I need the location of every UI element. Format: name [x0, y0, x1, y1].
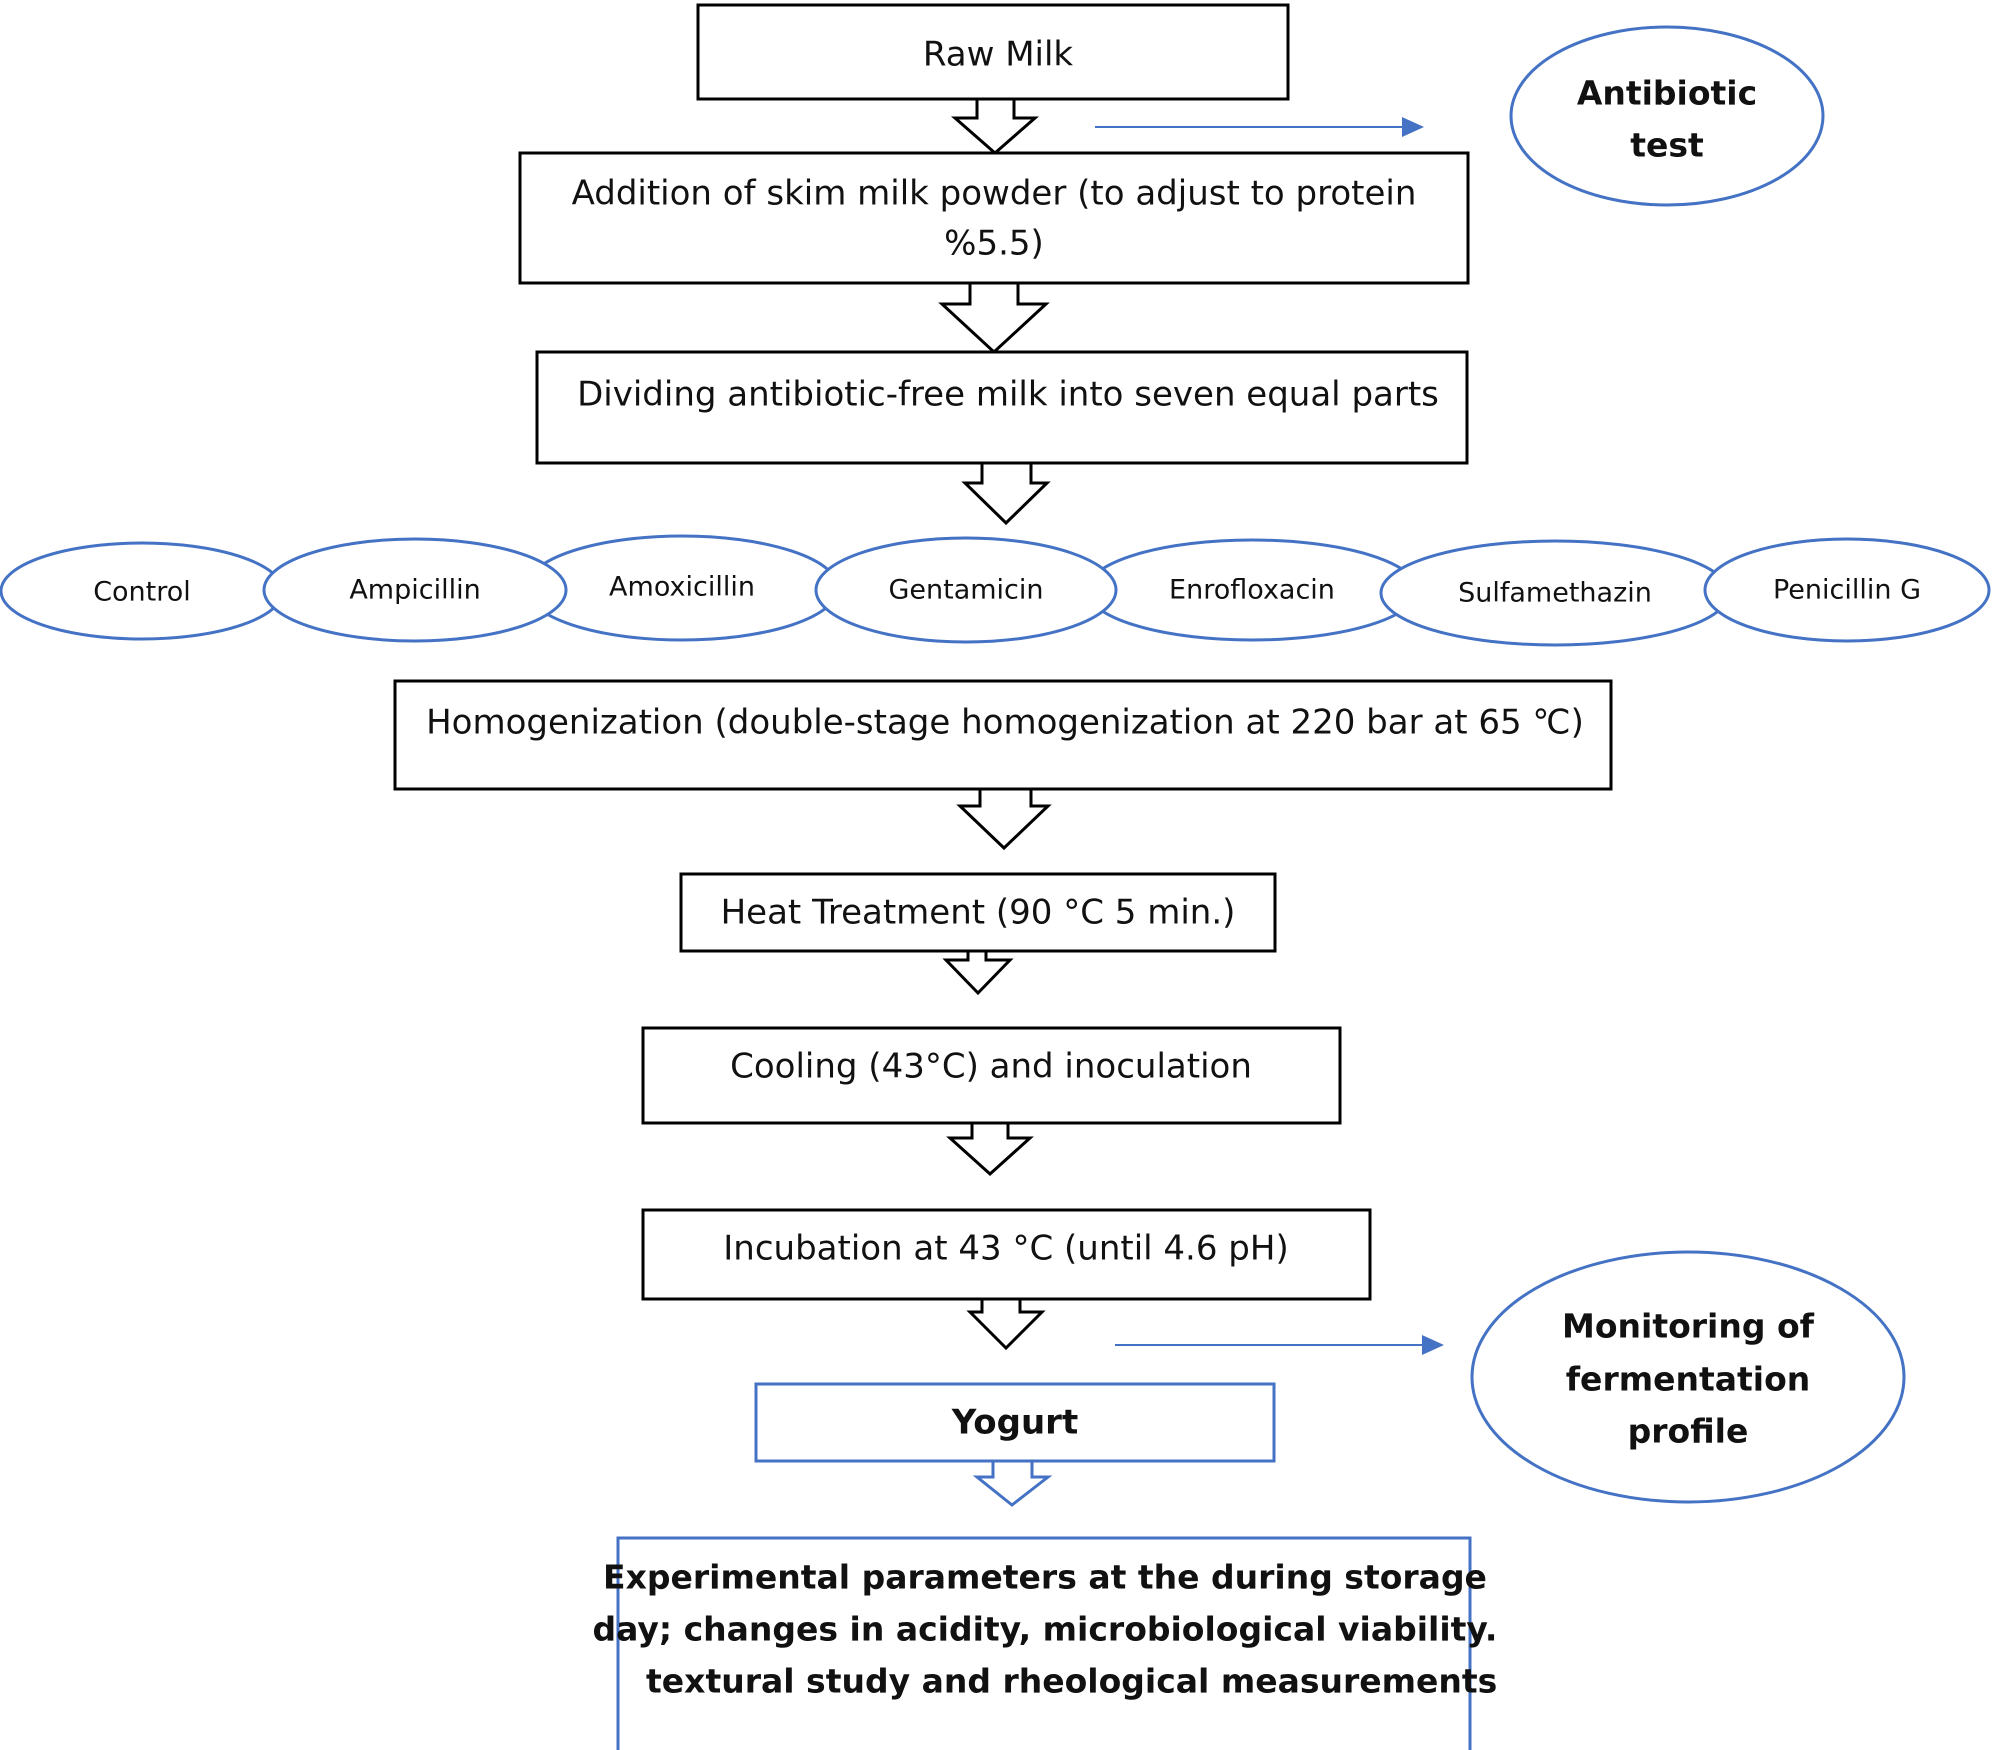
group-gentamicin: Gentamicin [814, 536, 1118, 644]
step-raw-milk: Raw Milk [696, 3, 1290, 101]
group-amoxicillin: Amoxicillin [524, 534, 840, 642]
flow-arrow [956, 787, 1052, 851]
step-heat-treatment: Heat Treatment (90 °C 5 min.) [679, 872, 1277, 953]
group-oval [1703, 537, 1991, 643]
flow-arrow [942, 949, 1014, 996]
antibiotic-groups: Control Amoxicillin Ampicillin Enrofloxa… [0, 534, 1991, 647]
step-cooling-box [641, 1026, 1342, 1125]
step-skim-milk-powder: Addition of skim milk powder (to adjust … [518, 151, 1470, 285]
step-skim-milk-line1: Addition of skim milk powder (to adjust … [572, 174, 1417, 214]
group-label: Gentamicin [888, 575, 1043, 606]
group-label: Penicillin G [1773, 575, 1921, 606]
flow-arrow [951, 97, 1039, 155]
side-arrow-monitoring [1115, 1335, 1444, 1355]
step-yogurt: Yogurt [754, 1382, 1276, 1463]
note-antibiotic-test-oval [1509, 25, 1825, 207]
group-label: Sulfamethazin [1458, 578, 1652, 609]
group-control: Control [0, 541, 285, 641]
note-antibiotic-line1: Antibiotic [1577, 74, 1757, 113]
step-cooling-label: Cooling (43°C) and inoculation [730, 1047, 1252, 1087]
step-raw-milk-label: Raw Milk [923, 35, 1074, 75]
step-dividing: Dividing antibiotic-free milk into seven… [535, 350, 1469, 465]
step-cooling: Cooling (43°C) and inoculation [641, 1026, 1342, 1125]
side-arrow-antibiotic [1095, 117, 1424, 137]
group-oval [814, 536, 1118, 644]
group-label: Enrofloxacin [1169, 575, 1335, 606]
note-monitoring-line1: Monitoring of [1562, 1307, 1815, 1346]
step-experimental-line3: textural study and rheological measureme… [646, 1662, 1497, 1701]
note-monitoring-line2: fermentation [1566, 1360, 1811, 1399]
step-heat-treatment-box [679, 872, 1277, 953]
step-experimental-line2: day; changes in acidity, microbiological… [593, 1610, 1498, 1649]
step-incubation: Incubation at 43 °C (until 4.6 pH) [641, 1208, 1372, 1301]
step-dividing-label: Dividing antibiotic-free milk into seven… [577, 375, 1439, 415]
group-label: Amoxicillin [609, 572, 755, 603]
note-monitoring-line3: profile [1628, 1412, 1749, 1451]
flow-arrow [966, 1297, 1046, 1351]
step-incubation-box [641, 1208, 1372, 1301]
group-enrofloxacin: Enrofloxacin [1085, 538, 1419, 642]
step-incubation-label: Incubation at 43 °C (until 4.6 pH) [723, 1229, 1288, 1269]
step-skim-milk-box [518, 151, 1470, 285]
note-antibiotic-test: Antibiotic test [1509, 25, 1825, 207]
note-antibiotic-line2: test [1630, 126, 1704, 165]
step-yogurt-label: Yogurt [951, 1403, 1078, 1443]
step-homogenization-box [393, 679, 1613, 791]
flow-arrow [961, 461, 1051, 526]
step-skim-milk-line2: %5.5) [944, 224, 1044, 264]
group-oval [262, 537, 568, 643]
step-homogenization: Homogenization (double-stage homogenizat… [393, 679, 1613, 791]
flow-arrow [972, 1459, 1053, 1507]
step-experimental-parameters: Experimental parameters at the during st… [593, 1536, 1498, 1750]
group-label: Ampicillin [349, 575, 480, 606]
side-arrow-head [1402, 117, 1424, 137]
group-penicillin-g: Penicillin G [1703, 537, 1991, 643]
step-experimental-box [616, 1536, 1472, 1750]
step-homogenization-label: Homogenization (double-stage homogenizat… [426, 703, 1584, 743]
group-ampicillin: Ampicillin [262, 537, 568, 643]
step-heat-treatment-label: Heat Treatment (90 °C 5 min.) [721, 893, 1236, 933]
note-monitoring-fermentation: Monitoring of fermentation profile [1470, 1250, 1906, 1504]
step-experimental-line1: Experimental parameters at the during st… [603, 1558, 1487, 1597]
flow-arrow [938, 281, 1050, 355]
flow-arrow [946, 1121, 1034, 1177]
step-dividing-box [535, 350, 1469, 465]
step-raw-milk-box [696, 3, 1290, 101]
side-arrow-head [1422, 1335, 1444, 1355]
note-monitoring-oval [1470, 1250, 1906, 1504]
group-label: Control [93, 577, 191, 608]
group-sulfamethazin: Sulfamethazin [1379, 539, 1731, 647]
